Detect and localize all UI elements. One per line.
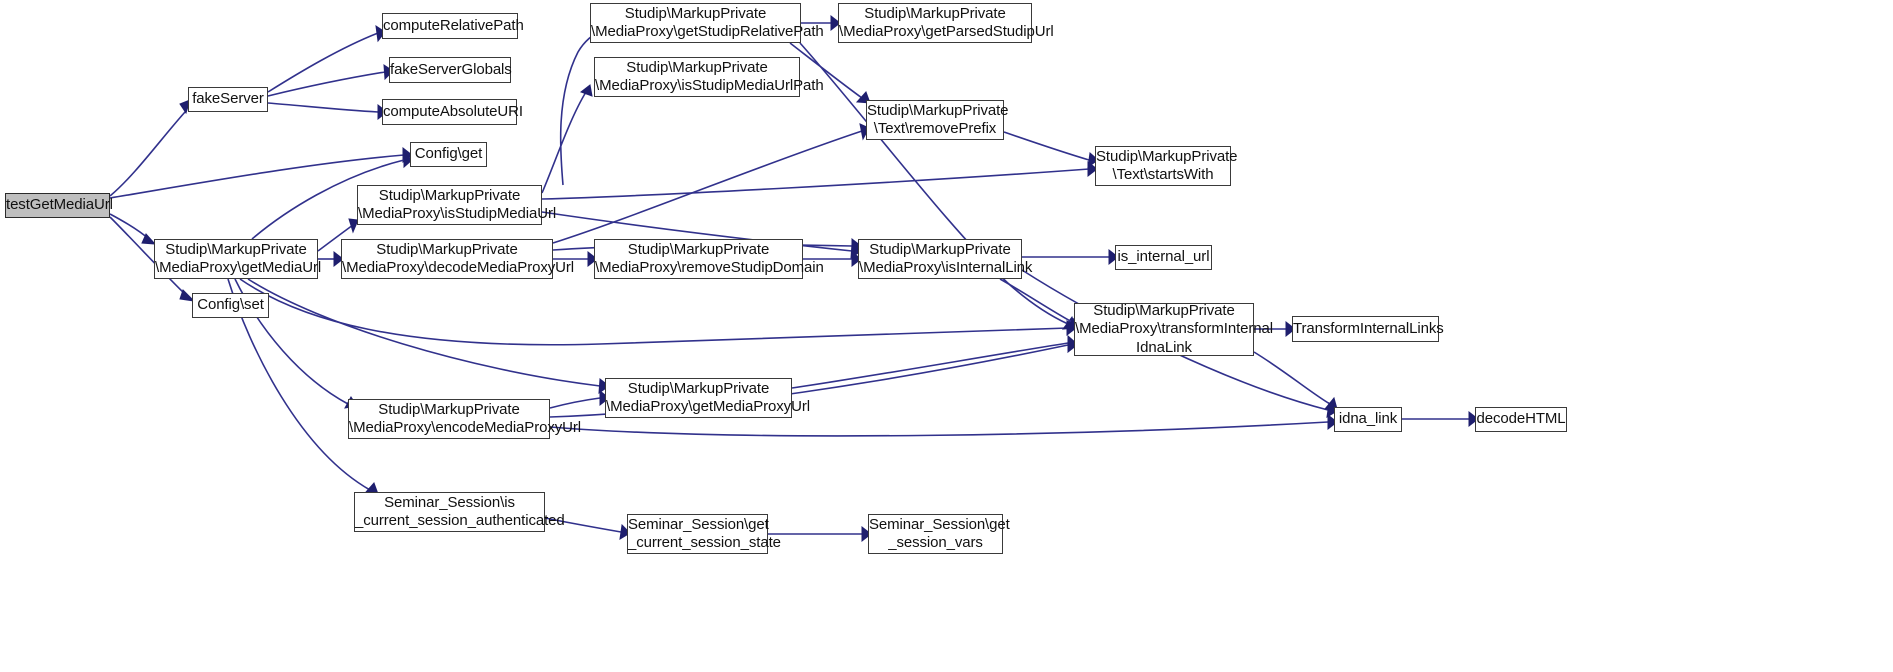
graph-node-is_internal_url[interactable]: is_internal_url xyxy=(1115,245,1212,270)
graph-node-TransformInternalLinks[interactable]: TransformInternalLinks xyxy=(1292,316,1444,342)
graph-node-startsWith[interactable]: Studip\MarkupPrivate \Text\startsWith xyxy=(1095,146,1238,186)
graph-node-label: computeRelativePath xyxy=(383,16,524,34)
graph-node-removeStudipDomain[interactable]: Studip\MarkupPrivate \MediaProxy\removeS… xyxy=(594,239,824,279)
graph-node-encodeMediaProxyUrl[interactable]: Studip\MarkupPrivate \MediaProxy\encodeM… xyxy=(348,399,582,439)
graph-node-isInternalLink[interactable]: Studip\MarkupPrivate \MediaProxy\isInter… xyxy=(858,239,1033,279)
graph-node-computeRelativePath[interactable]: computeRelativePath xyxy=(382,13,524,39)
graph-node-label: Studip\MarkupPrivate \MediaProxy\getMedi… xyxy=(155,240,322,276)
graph-node-label: testGetMediaUrl xyxy=(6,196,113,214)
graph-node-transformInternalIdnaLink[interactable]: Studip\MarkupPrivate \MediaProxy\transfo… xyxy=(1074,302,1274,356)
graph-node-label: Studip\MarkupPrivate \MediaProxy\isStudi… xyxy=(595,58,824,94)
graph-node-label: Studip\MarkupPrivate \MediaProxy\getStud… xyxy=(591,4,824,40)
graph-node-label: is_internal_url xyxy=(1117,248,1210,266)
graph-node-label: Config\get xyxy=(414,145,483,163)
graph-node-label: Config\set xyxy=(197,296,264,314)
graph-node-label: Studip\MarkupPrivate \MediaProxy\transfo… xyxy=(1075,302,1274,356)
graph-node-getMediaUrl[interactable]: Studip\MarkupPrivate \MediaProxy\getMedi… xyxy=(154,239,322,279)
edge-layer xyxy=(109,14,1479,543)
graph-node-removePrefix[interactable]: Studip\MarkupPrivate \Text\removePrefix xyxy=(866,100,1009,140)
graph-node-label: computeAbsoluteURI xyxy=(383,102,523,120)
graph-node-label: Seminar_Session\is _current_session_auth… xyxy=(355,493,565,529)
graph-node-label: Studip\MarkupPrivate \MediaProxy\encodeM… xyxy=(349,400,582,436)
graph-node-label: Studip\MarkupPrivate \MediaProxy\decodeM… xyxy=(342,240,575,276)
graph-node-idna_link[interactable]: idna_link xyxy=(1334,407,1402,432)
graph-node-get_session_vars[interactable]: Seminar_Session\get _session_vars xyxy=(868,514,1010,554)
graph-node-fakeServer[interactable]: fakeServer xyxy=(188,87,268,112)
graph-node-getMediaProxyUrl[interactable]: Studip\MarkupPrivate \MediaProxy\getMedi… xyxy=(605,378,810,418)
graph-node-isStudipMediaUrl[interactable]: Studip\MarkupPrivate \MediaProxy\isStudi… xyxy=(357,185,557,225)
graph-node-label: Studip\MarkupPrivate \Text\startsWith xyxy=(1096,147,1238,183)
graph-node-testGetMediaUrl[interactable]: testGetMediaUrl xyxy=(5,193,113,218)
graph-node-label: Seminar_Session\get _session_vars xyxy=(869,515,1010,551)
graph-node-label: Studip\MarkupPrivate \MediaProxy\getMedi… xyxy=(606,379,810,415)
graph-node-label: Studip\MarkupPrivate \MediaProxy\isStudi… xyxy=(358,186,557,222)
graph-node-decodeMediaProxyUrl[interactable]: Studip\MarkupPrivate \MediaProxy\decodeM… xyxy=(341,239,575,279)
graph-node-label: Studip\MarkupPrivate \MediaProxy\removeS… xyxy=(595,240,824,276)
graph-node-label: Studip\MarkupPrivate \MediaProxy\isInter… xyxy=(859,240,1033,276)
graph-node-decodeHTML[interactable]: decodeHTML xyxy=(1475,407,1567,432)
graph-node-label: TransformInternalLinks xyxy=(1293,319,1444,337)
graph-node-get_current_session_state[interactable]: Seminar_Session\get _current_session_sta… xyxy=(627,514,781,554)
graph-node-label: fakeServerGlobals xyxy=(390,60,512,78)
graph-node-label: fakeServer xyxy=(192,90,264,108)
graph-node-label: Studip\MarkupPrivate \MediaProxy\getPars… xyxy=(839,4,1054,40)
graph-node-label: decodeHTML xyxy=(1476,410,1566,428)
graph-node-getParsedStudipUrl[interactable]: Studip\MarkupPrivate \MediaProxy\getPars… xyxy=(838,3,1054,43)
graph-node-ConfigSet[interactable]: Config\set xyxy=(192,293,269,318)
graph-node-label: Seminar_Session\get _current_session_sta… xyxy=(628,515,781,551)
graph-node-isStudipMediaUrlPath[interactable]: Studip\MarkupPrivate \MediaProxy\isStudi… xyxy=(594,57,824,97)
graph-node-getStudipRelativePath[interactable]: Studip\MarkupPrivate \MediaProxy\getStud… xyxy=(590,3,824,43)
graph-node-label: Studip\MarkupPrivate \Text\removePrefix xyxy=(867,101,1009,137)
graph-node-is_current_session_authenticated[interactable]: Seminar_Session\is _current_session_auth… xyxy=(354,492,565,532)
graph-node-computeAbsoluteURI[interactable]: computeAbsoluteURI xyxy=(382,99,523,125)
graph-node-ConfigGet[interactable]: Config\get xyxy=(410,142,487,167)
graph-node-fakeServerGlobals[interactable]: fakeServerGlobals xyxy=(389,57,512,83)
graph-node-label: idna_link xyxy=(1338,410,1398,428)
